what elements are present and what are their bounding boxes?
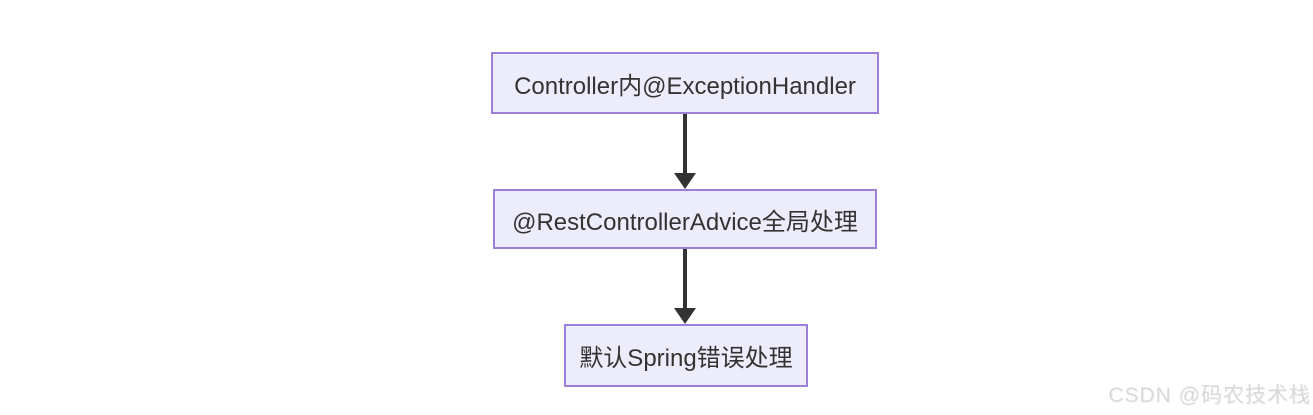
flow-node-label: Controller内@ExceptionHandler	[514, 72, 856, 100]
flow-node-exception-handler: Controller内@ExceptionHandler	[491, 52, 879, 114]
arrow-head-icon	[674, 173, 696, 189]
arrow-down-icon	[674, 114, 696, 189]
flow-node-rest-controller-advice: @RestControllerAdvice全局处理	[493, 189, 877, 249]
arrow-down-icon	[674, 249, 696, 324]
flow-node-label: 默认Spring错误处理	[579, 345, 793, 372]
flow-node-label: @RestControllerAdvice全局处理	[512, 208, 858, 236]
arrow-shaft	[683, 114, 687, 173]
arrow-head-icon	[674, 308, 696, 324]
csdn-watermark: CSDN @码农技术栈	[1108, 384, 1311, 407]
flow-node-default-spring-error: 默认Spring错误处理	[564, 324, 808, 387]
arrow-shaft	[683, 249, 687, 308]
